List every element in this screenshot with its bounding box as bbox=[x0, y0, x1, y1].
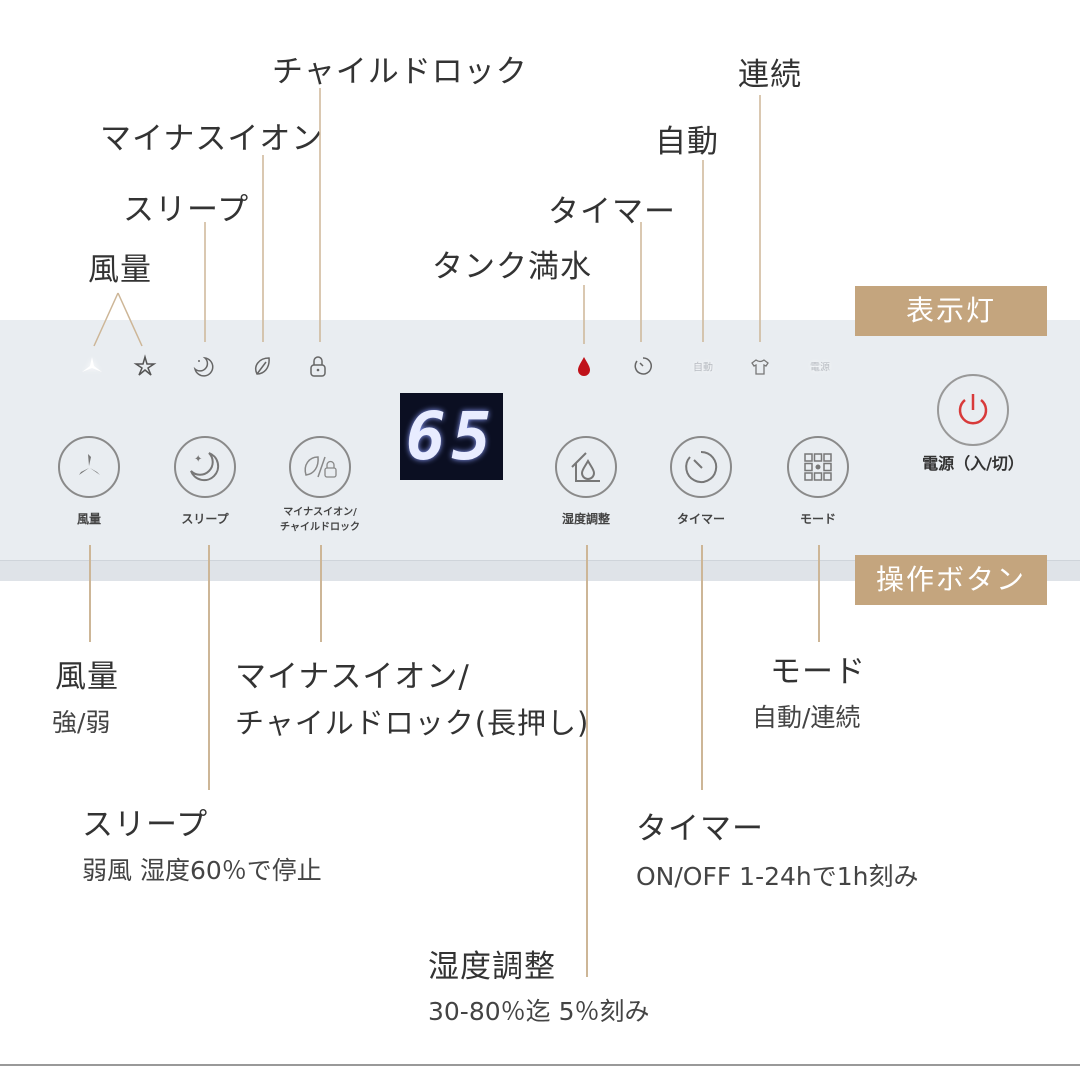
leader-fan bbox=[89, 545, 91, 642]
control-panel bbox=[0, 320, 1080, 560]
label-sleep: スリープ bbox=[123, 192, 250, 228]
desc-sleep-title: スリープ bbox=[82, 807, 209, 843]
ion-lock-button[interactable] bbox=[289, 436, 351, 498]
desc-ion-title: マイナスイオン/ bbox=[235, 659, 470, 695]
desc-fan-title: 風量 bbox=[55, 659, 119, 695]
moon-icon: ✦ bbox=[190, 452, 220, 482]
ion-label: マイナスイオン/ bbox=[283, 507, 357, 518]
label-tank-full: タンク満水 bbox=[432, 249, 592, 285]
timer-button-label: タイマー bbox=[676, 512, 726, 526]
power-indicator: 電源 bbox=[810, 362, 830, 374]
grid-icon bbox=[804, 453, 832, 481]
leader-sleep bbox=[208, 545, 210, 790]
humidity-button[interactable] bbox=[555, 436, 617, 498]
power-icon bbox=[958, 394, 988, 425]
desc-mode-detail: 自動/連続 bbox=[752, 703, 861, 732]
label-minus-ion: マイナスイオン bbox=[100, 121, 324, 157]
label-fan: 風量 bbox=[88, 252, 152, 288]
label-continuous: 連続 bbox=[738, 57, 802, 93]
label-child-lock: チャイルドロック bbox=[272, 54, 528, 90]
fan-button-label: 風量 bbox=[76, 512, 102, 526]
desc-sleep-detail: 弱風 湿度60％で停止 bbox=[82, 856, 322, 885]
panel-edge bbox=[0, 560, 1080, 581]
timer-icon bbox=[634, 357, 652, 375]
water-drop-icon bbox=[578, 357, 590, 376]
fan-button[interactable] bbox=[58, 436, 120, 498]
lock-label: チャイルドロック bbox=[280, 522, 360, 533]
fan-icon bbox=[82, 357, 102, 372]
sleep-button[interactable]: ✦ bbox=[174, 436, 236, 498]
power-button-label: 電源（入/切） bbox=[922, 454, 1024, 473]
ion-lock-button-label: マイナスイオン/チャイルドロック bbox=[280, 505, 360, 535]
sleep-button-label: スリープ bbox=[181, 512, 229, 526]
humidity-button-label: 湿度調整 bbox=[561, 512, 611, 526]
leaf-lock-icon bbox=[304, 456, 337, 478]
desc-timer-detail: ON/OFF 1-24hで1h刻み bbox=[636, 862, 919, 891]
house-drop-icon bbox=[571, 452, 600, 482]
leader-mode bbox=[818, 545, 820, 642]
timer-icon bbox=[685, 450, 718, 483]
desc-timer-title: タイマー bbox=[636, 811, 764, 847]
buttons-badge: 操作ボタン bbox=[855, 555, 1047, 605]
leader-timer bbox=[701, 545, 703, 790]
indicator-badge: 表示灯 bbox=[855, 286, 1047, 336]
mode-button[interactable] bbox=[787, 436, 849, 498]
power-button[interactable] bbox=[937, 374, 1009, 446]
svg-text:✦: ✦ bbox=[194, 454, 202, 465]
lock-icon bbox=[310, 356, 326, 377]
auto-indicator: 自動 bbox=[693, 362, 713, 374]
bottom-border bbox=[0, 1064, 1080, 1066]
shirt-icon bbox=[751, 359, 769, 375]
top-leader-lines bbox=[93, 88, 761, 347]
desc-mode-title: モード bbox=[770, 654, 866, 690]
star-icon bbox=[133, 354, 157, 376]
leader-humidity bbox=[586, 545, 588, 977]
timer-button[interactable] bbox=[670, 436, 732, 498]
label-auto: 自動 bbox=[655, 124, 719, 160]
desc-humidity-detail: 30-80％迄 5％刻み bbox=[428, 997, 650, 1026]
humidity-display: 65 bbox=[400, 393, 503, 480]
moon-icon bbox=[193, 356, 214, 377]
mode-button-label: モード bbox=[799, 512, 837, 526]
desc-humidity-title: 湿度調整 bbox=[428, 949, 556, 985]
leaf-icon bbox=[255, 357, 270, 375]
desc-ion-detail: チャイルドロック(長押し) bbox=[235, 706, 590, 740]
fan-icon bbox=[79, 454, 100, 475]
desc-fan-detail: 強/弱 bbox=[52, 708, 111, 737]
label-timer: タイマー bbox=[548, 194, 676, 230]
leader-ion bbox=[320, 545, 322, 642]
